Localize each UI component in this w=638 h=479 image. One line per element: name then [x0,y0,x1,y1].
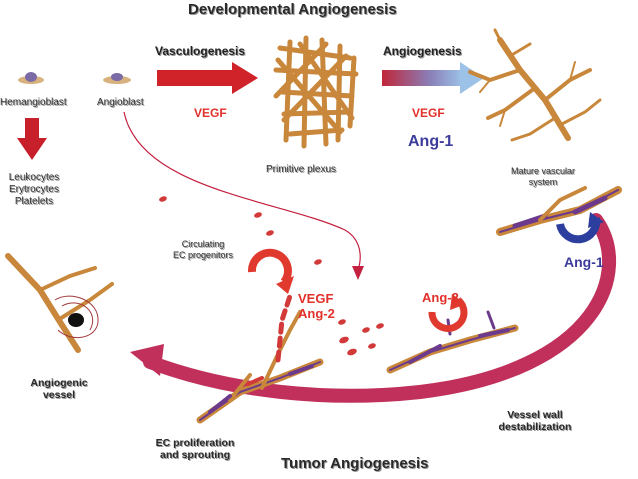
angioblast-cell [103,73,131,84]
mature-vascular-tree [468,28,602,142]
angioblast-label: Angioblast [97,97,144,108]
ec-proliferation-line2: and sprouting [160,449,230,461]
vessel-wall-line2: destabilization [498,421,572,433]
tumor-cycle-arc [143,213,616,403]
migration-arrowhead [352,266,364,280]
erythrocytes-label: Erytrocytes [8,184,59,195]
ang2-tumor-label: Ang-2 [298,306,335,321]
vessel-wall-line1: Vessel wall [507,409,563,421]
vasculogenesis-label: Vasculogenesis [155,44,246,58]
circulating-progenitor-cells [159,196,384,356]
tumor-angiogenesis-title: Tumor Angiogenesis [281,455,429,472]
hemangioblast-cell [18,72,44,84]
leukocytes-label: Leukocytes [8,172,60,183]
destabilizing-vessel [386,310,519,374]
vegf-vasculogenesis-label: VEGF [194,106,227,120]
autocrine-loop-arrow [247,248,294,294]
primitive-plexus-mesh [273,35,359,149]
circulating-progenitors-label: Circulating EC progenitors [160,239,246,261]
angiogenesis-arrow [382,62,484,94]
differentiation-arrow [17,118,47,160]
ec-proliferation-line1: EC proliferation [155,437,235,449]
angiogenic-line1: Angiogenic [30,377,88,389]
ang1-loop-arrow [556,212,604,244]
primitive-plexus-label: Primitive plexus [266,164,337,175]
ang2-loop-arrow [428,294,468,332]
angiogenesis-label: Angiogenesis [383,44,462,58]
circulating-line2: EC progenitors [172,250,234,260]
vessel-wall-label: Vessel wall destabilization [490,409,580,433]
vegf-tumor-label: VEGF [298,291,334,306]
ang1-right-label: Ang-1 [564,254,604,270]
ang1-angiogenesis-label: Ang-1 [408,133,454,150]
ec-proliferation-label: EC proliferation and sprouting [145,437,245,461]
hemangioblast-label: Hemangioblast [0,97,67,108]
ang2-right-label: Ang-2 [422,290,459,305]
mature-vascular-line2: system [528,177,558,187]
vasculogenesis-arrow [157,62,258,94]
developmental-angiogenesis-title: Developmental Angiogenesis [188,1,397,18]
progenitor-migration-curve [123,111,361,271]
sprouting-vessel [196,293,324,424]
blood-cells-label: Leukocytes Erytrocytes Platelets [2,172,66,208]
angiogenic-vessel [5,253,114,353]
platelets-label: Platelets [14,196,54,207]
circulating-line1: Circulating [181,239,225,249]
mature-vascular-line1: Mature vascular [510,166,576,176]
stable-vessel [496,186,622,236]
vegf-angiogenesis-label: VEGF [412,106,445,120]
angiogenic-vessel-label: Angiogenic vessel [24,377,94,401]
angiogenic-line2: vessel [42,389,76,401]
tumor-cycle-arrowhead [130,344,164,376]
center-growth-factors: VEGF Ang-2 [298,291,335,321]
mature-vascular-label: Mature vascular system [503,166,583,188]
